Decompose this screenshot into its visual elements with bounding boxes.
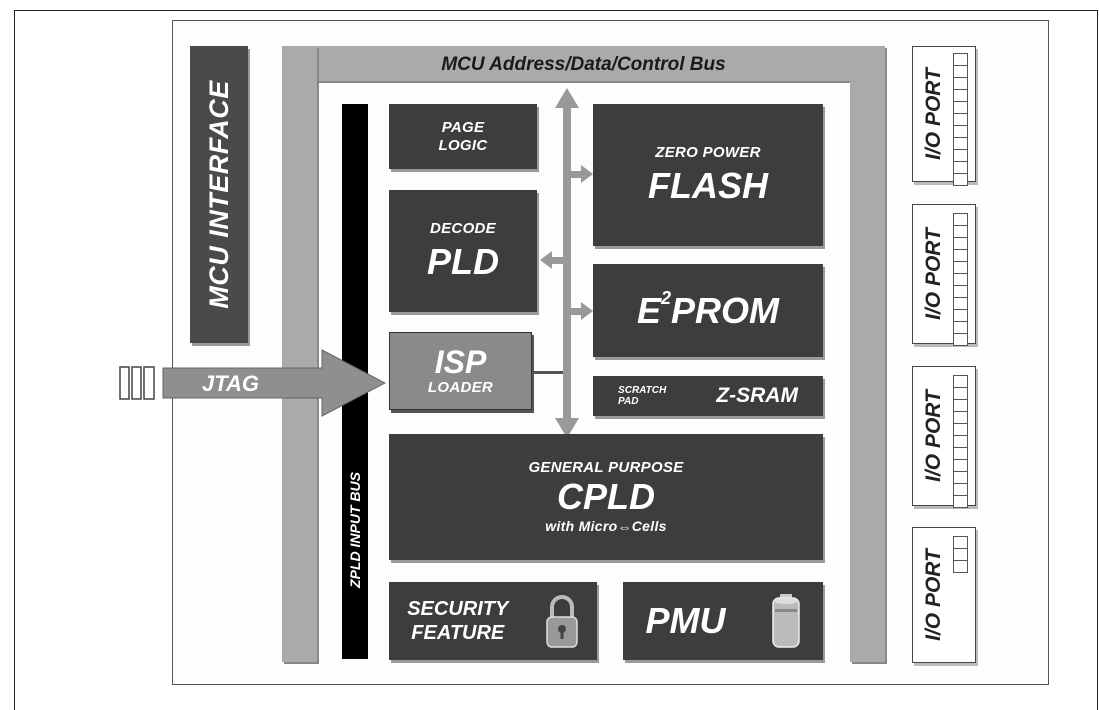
flash-block: ZERO POWER FLASH [593, 104, 823, 246]
zsram-block: SCRATCH PAD Z-SRAM [593, 376, 823, 416]
eeprom-prefix: E [636, 289, 661, 331]
micro-cells-label: with Micro⇔Cells [545, 518, 667, 534]
io-port-3: I/O PORT [912, 366, 976, 508]
io-port-2-label: I/O PORT [922, 228, 946, 320]
pld-label: PLD [427, 241, 499, 282]
mcu-interface-block: MCU INTERFACE [190, 46, 248, 343]
pmu-block: PMU [623, 582, 823, 660]
padlock-icon [546, 595, 578, 648]
io-port-1: I/O PORT [912, 46, 976, 186]
eeprom-superscript: 2 [661, 288, 672, 308]
io-port-4: I/O PORT [912, 527, 976, 663]
cpld-label: CPLD [557, 476, 655, 517]
eeprom-block: E 2 PROM [593, 264, 823, 357]
security-line2: FEATURE [411, 622, 505, 644]
cpld-block: GENERAL PURPOSE CPLD with Micro⇔Cells [389, 434, 823, 560]
jtag-connector [120, 367, 155, 399]
general-purpose-label: GENERAL PURPOSE [528, 459, 684, 476]
mcu-bus-title: MCU Address/Data/Control Bus [441, 54, 726, 75]
security-line1: SECURITY [407, 598, 509, 620]
page-logic-line2: LOGIC [438, 136, 488, 154]
jtag-label: JTAG [202, 371, 260, 396]
io-port-2: I/O PORT [912, 204, 976, 346]
io-port-1-pins [953, 53, 968, 186]
eeprom-suffix: PROM [671, 289, 780, 331]
isp-label: ISP [434, 344, 487, 380]
pmu-label: PMU [645, 600, 726, 641]
mcu-bus-left [282, 46, 317, 662]
zpld-input-bus-label: ZPLD INPUT BUS [347, 472, 364, 588]
isp-loader-block: ISP LOADER [389, 332, 532, 410]
io-port-1-label: I/O PORT [922, 68, 946, 160]
security-block: SECURITY FEATURE [389, 582, 597, 660]
pad-label: PAD [618, 396, 639, 407]
zsram-label: Z-SRAM [716, 384, 798, 407]
loader-label: LOADER [427, 379, 494, 396]
mcu-bus-right [850, 46, 885, 662]
decode-label: DECODE [430, 220, 496, 237]
io-port-4-label: I/O PORT [922, 549, 946, 641]
mcu-bus-top [282, 46, 885, 81]
battery-icon [771, 594, 800, 648]
io-port-4-pins [953, 536, 968, 573]
io-port-3-pins [953, 375, 968, 508]
io-port-3-label: I/O PORT [922, 390, 946, 482]
page-logic-block: PAGE LOGIC [389, 104, 537, 169]
zero-power-label: ZERO POWER [655, 144, 761, 161]
io-port-2-pins [953, 213, 968, 346]
page-logic-line1: PAGE [441, 118, 485, 136]
zpld-input-bus-label-wrap: ZPLD INPUT BUS [342, 420, 368, 640]
decode-pld-block: DECODE PLD [389, 190, 537, 312]
flash-label: FLASH [648, 165, 768, 206]
mcu-interface-label: MCU INTERFACE [203, 80, 234, 309]
scratch-label: SCRATCH [618, 385, 667, 396]
